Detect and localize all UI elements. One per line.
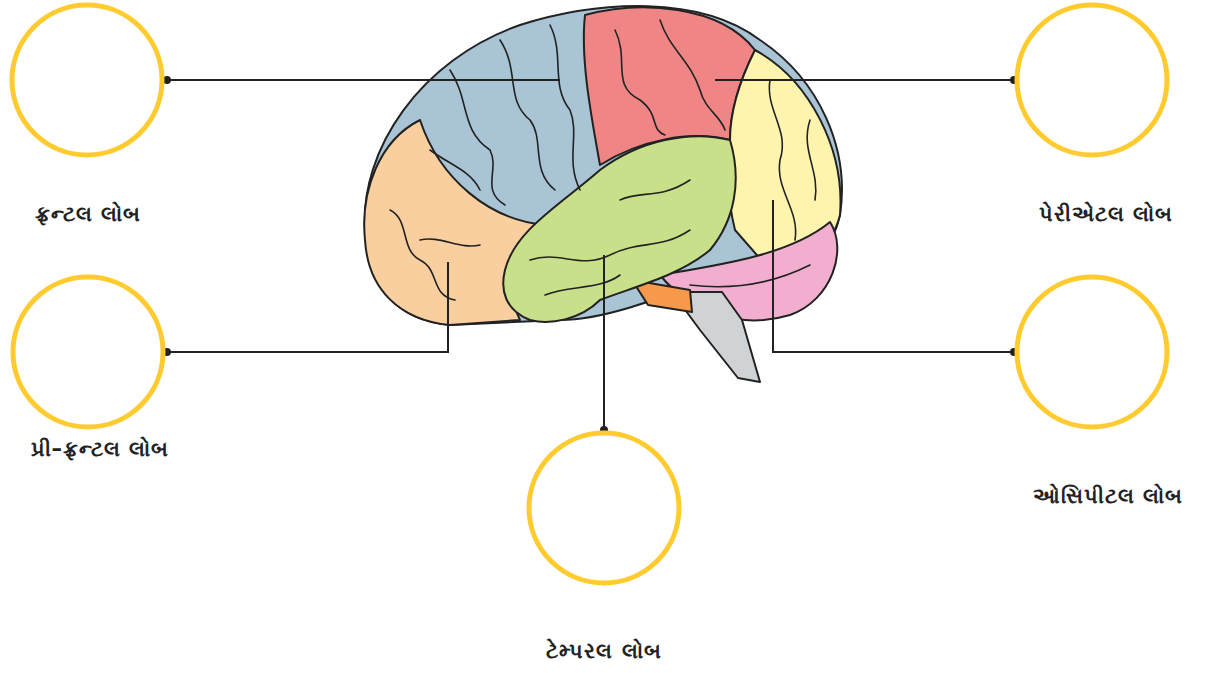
lobe-label: ફ્રન્ટલ લોબ (35, 201, 141, 228)
leader-line (773, 200, 1014, 352)
leader-line (603, 255, 605, 430)
leader-line (167, 79, 560, 81)
label-circle: પેરીએટલ લોબ (1014, 2, 1170, 158)
leader-line (167, 262, 448, 352)
label-circle: ટેમ્પરલ લોબ (526, 430, 682, 586)
leader-line (715, 79, 1014, 81)
lobe-label: ઓસિપીટલ લોબ (1033, 483, 1183, 510)
circle-outline (526, 430, 682, 586)
circle-outline (1014, 274, 1170, 430)
lobe-label: ટેમ્પરલ લોબ (546, 638, 661, 665)
lobe-label: પેરીએટલ લોબ (1039, 201, 1173, 228)
circle-outline (1014, 2, 1170, 158)
circle-outline (9, 2, 165, 158)
circle-outline (10, 274, 166, 430)
label-circle: પ્રી–ફ્રન્ટલ લોબ (10, 274, 166, 430)
label-circle: ઓસિપીટલ લોબ (1014, 274, 1170, 430)
label-circle: ફ્રન્ટલ લોબ (9, 2, 165, 158)
lobe-label: પ્રી–ફ્રન્ટલ લોબ (31, 436, 170, 463)
